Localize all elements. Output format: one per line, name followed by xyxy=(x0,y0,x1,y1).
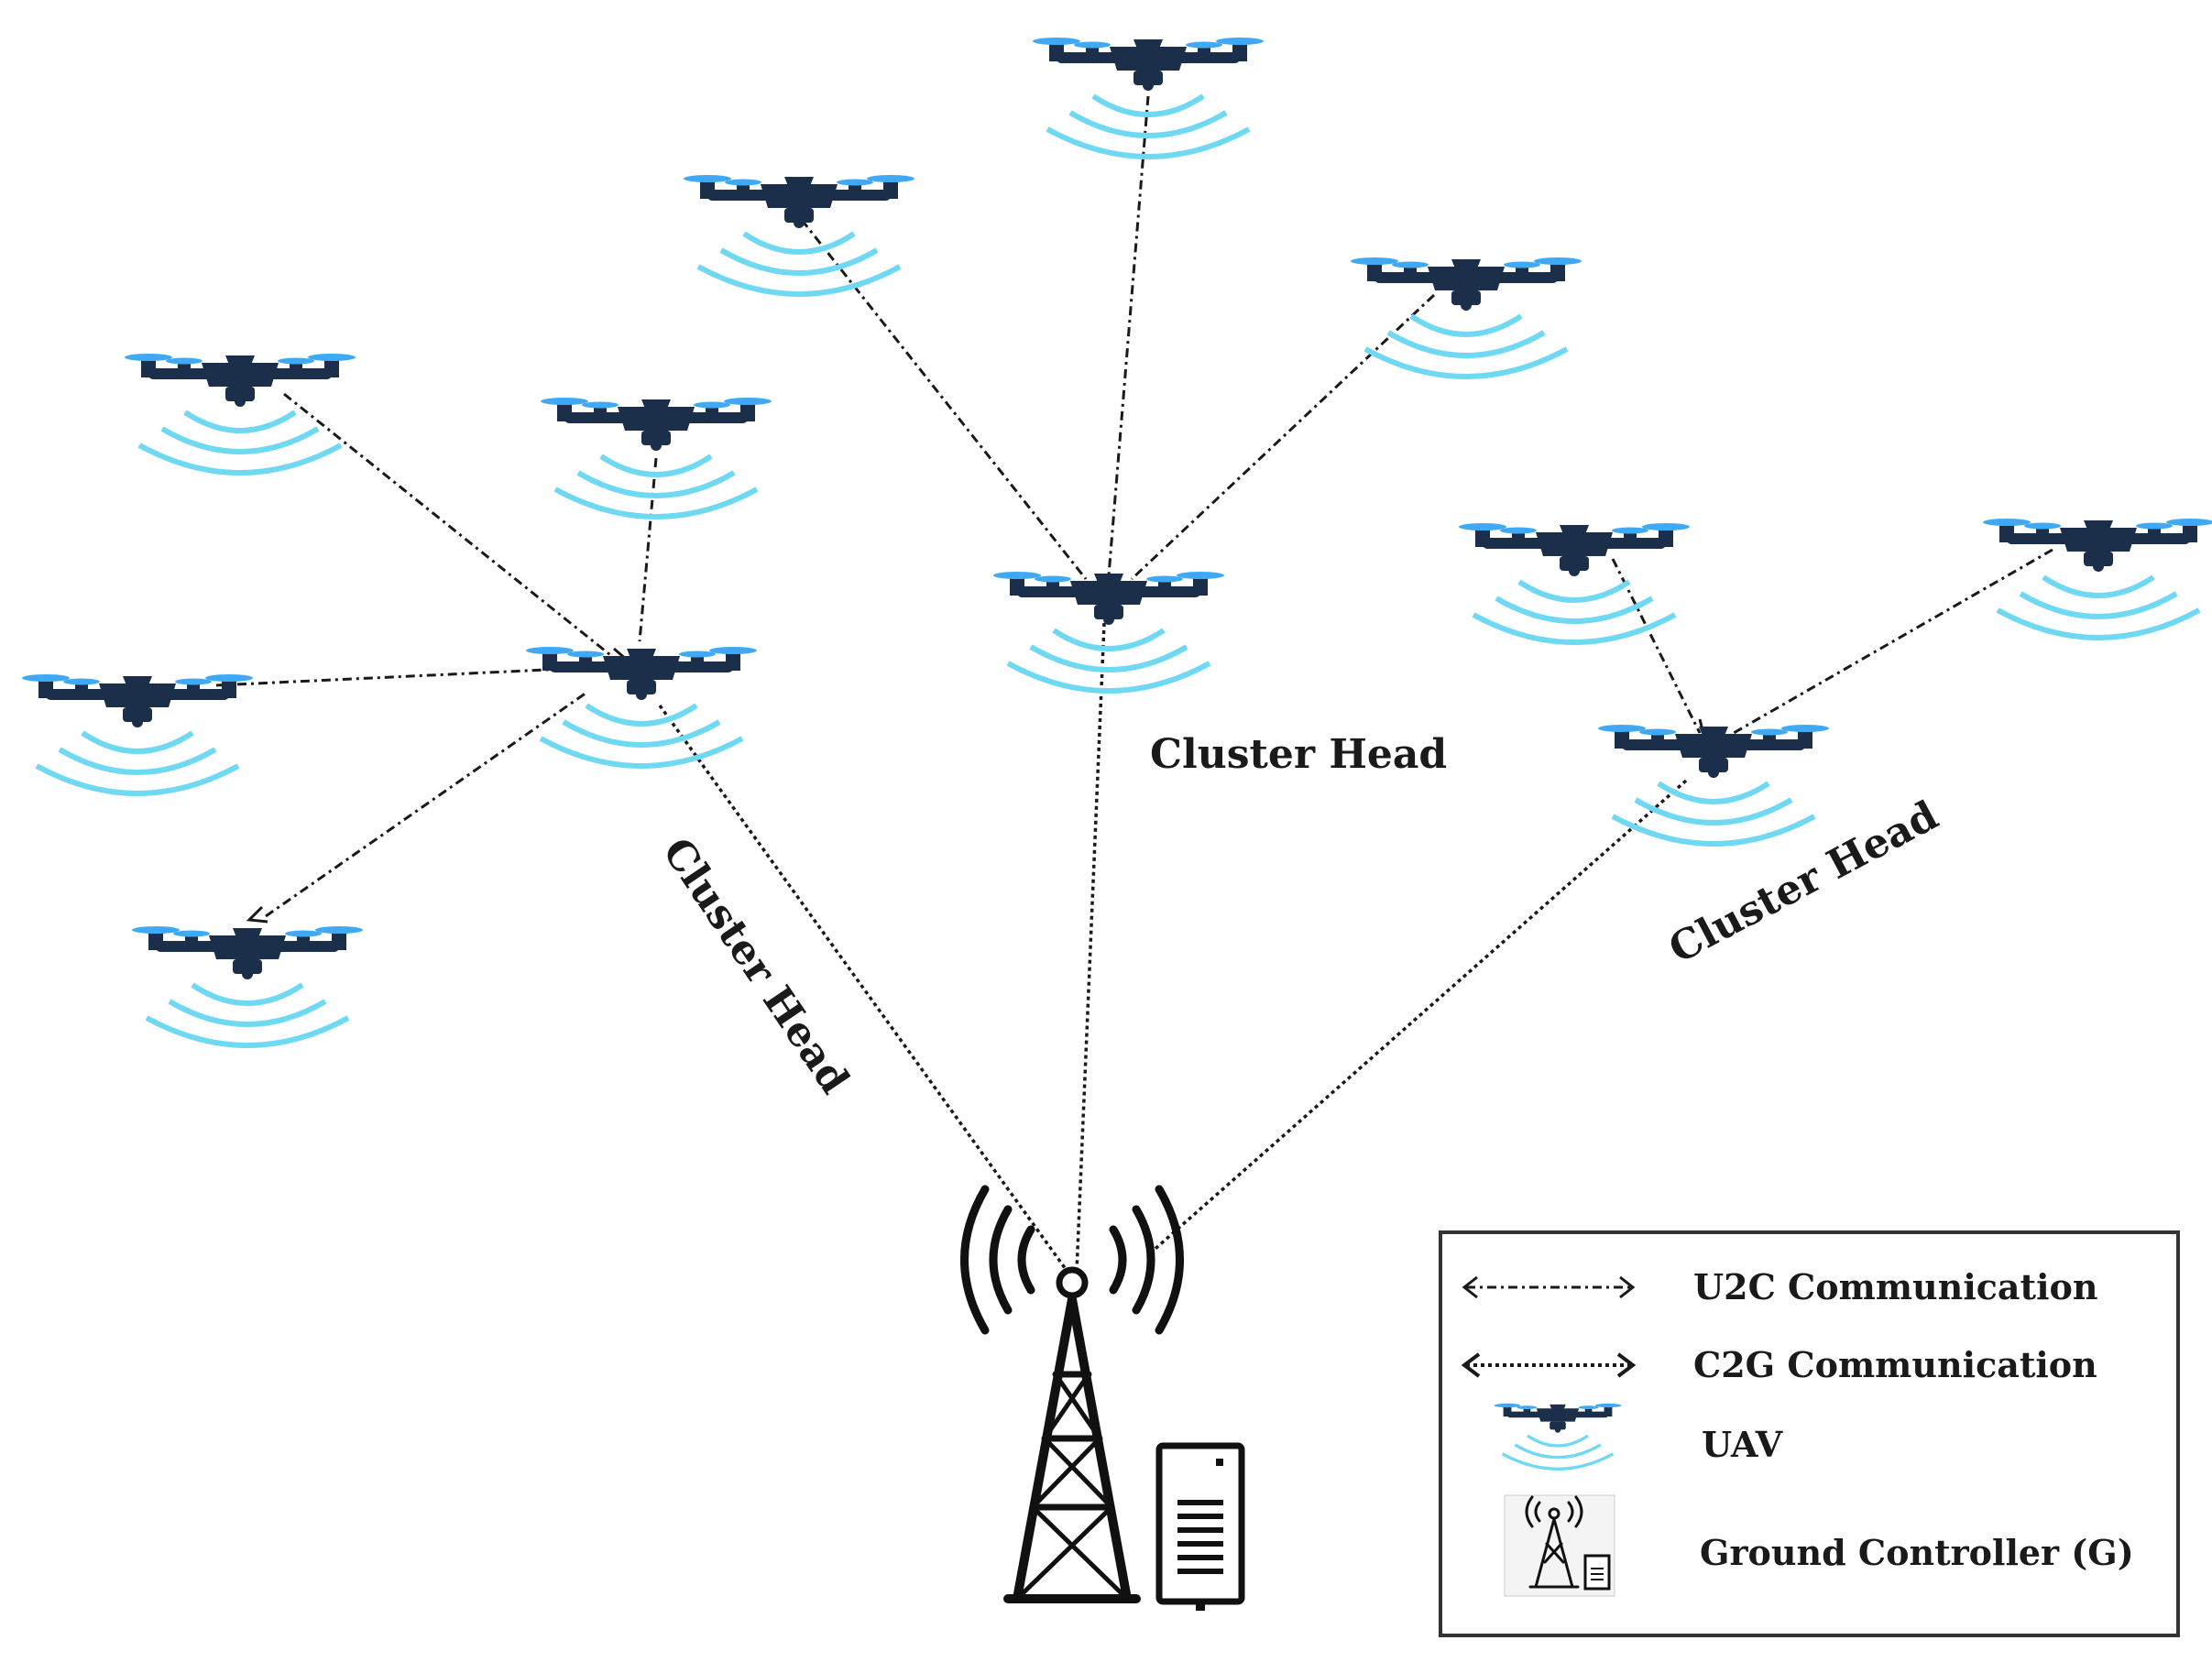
u2c-link xyxy=(1130,293,1436,581)
ground-controller xyxy=(960,1185,1245,1611)
u2c-link xyxy=(283,392,615,660)
c2g-links xyxy=(658,622,1688,1274)
u2c-link xyxy=(800,219,1088,580)
uav-icon xyxy=(125,354,356,473)
legend-uav-label: UAV xyxy=(1702,1424,1784,1465)
arrowhead xyxy=(246,905,268,924)
legend-c2g-symbol xyxy=(1461,1352,1637,1378)
uav-icon xyxy=(541,398,772,517)
c2g-link xyxy=(1148,779,1688,1255)
u2c-link xyxy=(215,665,606,687)
uav-icon xyxy=(1351,257,1582,377)
u2c-link xyxy=(1107,95,1150,576)
legend-ground-controller-icon xyxy=(1504,1494,1615,1597)
uav-icon xyxy=(684,175,914,294)
uav-icon xyxy=(22,674,253,793)
uav-nodes xyxy=(22,38,2212,1045)
cluster-head-label-left: Cluster Head xyxy=(653,830,859,1102)
uav-icon xyxy=(1459,523,1690,642)
cluster-head-uav-center xyxy=(993,572,1224,691)
u2c-link xyxy=(265,691,587,918)
u2c-link xyxy=(638,457,658,642)
tower-icon xyxy=(960,1185,1184,1603)
u2c-link xyxy=(1726,548,2053,738)
cluster-head-label-center: Cluster Head xyxy=(1150,731,1447,778)
uav-icon xyxy=(1983,519,2212,638)
legend-c2g-label: C2G Communication xyxy=(1693,1344,2097,1385)
c2g-link xyxy=(1075,622,1106,1273)
cluster-head-uav-left xyxy=(526,647,757,766)
legend-u2c-label: U2C Communication xyxy=(1693,1266,2097,1307)
c2g-link xyxy=(658,704,1069,1274)
cluster-head-uav-right xyxy=(1598,725,1829,844)
legend-u2c-symbol xyxy=(1462,1275,1636,1299)
uav-icon xyxy=(132,926,363,1045)
u2c-link xyxy=(1611,558,1702,734)
server-icon xyxy=(1155,1442,1245,1611)
u2c-links xyxy=(215,95,2053,918)
legend-ground-controller-label: Ground Controller (G) xyxy=(1700,1532,2134,1573)
legend: U2C Communication C2G Communication UAV xyxy=(1439,1230,2180,1637)
